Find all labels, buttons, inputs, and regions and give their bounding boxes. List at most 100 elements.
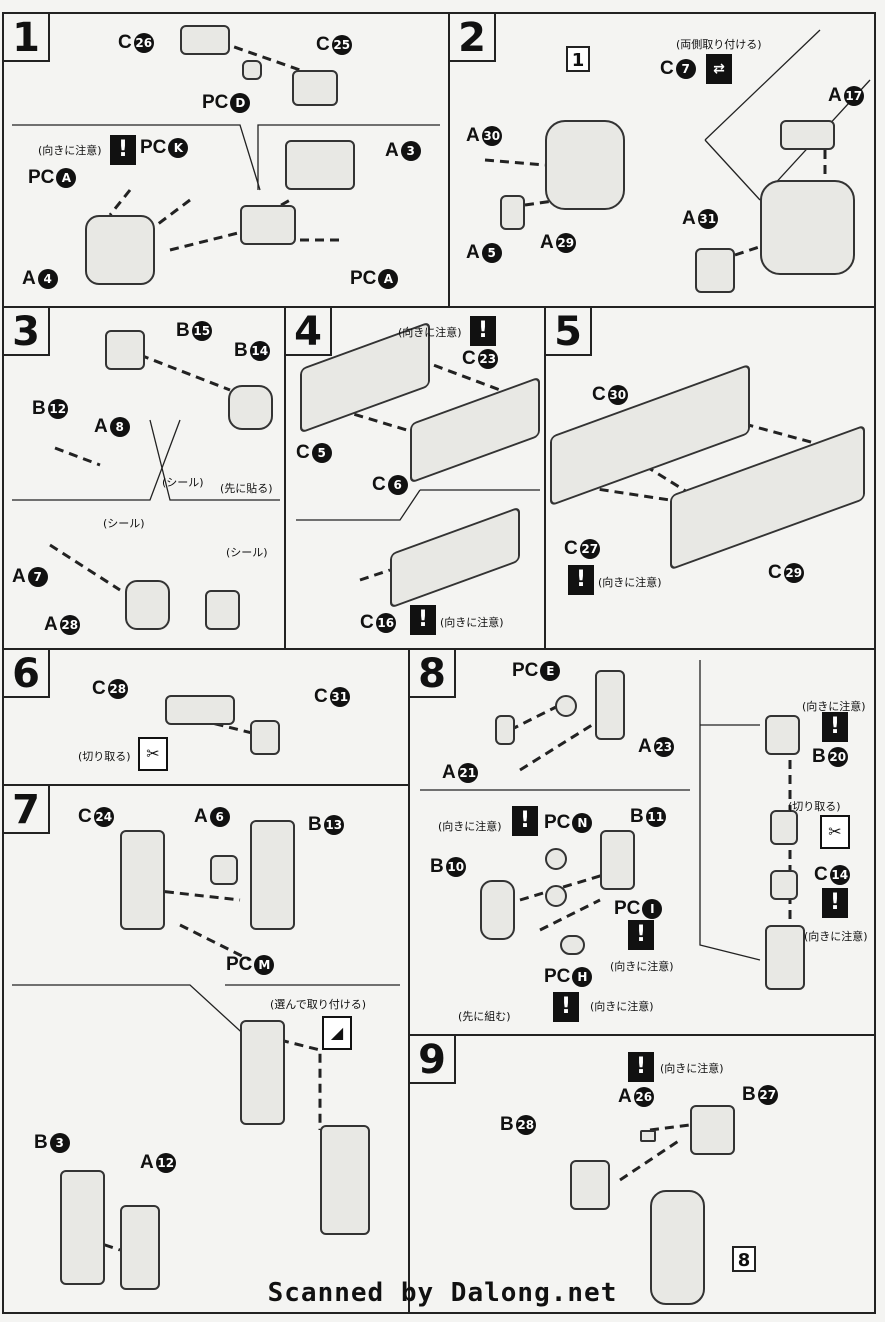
note-text: (シール): [226, 546, 268, 559]
part-illustration: [600, 830, 635, 890]
note-text: (向きに注意): [438, 820, 502, 833]
caution-icon: !: [553, 992, 579, 1022]
step-number-1: 1: [2, 12, 50, 62]
step-reference-box: 1: [566, 46, 590, 72]
note-text: (シール): [103, 517, 145, 530]
part-illustration: [480, 880, 515, 940]
note-text: (向きに注意): [440, 616, 504, 629]
part-illustration: [85, 215, 155, 285]
part-illustration: [555, 695, 577, 717]
part-illustration: [765, 715, 800, 755]
part-illustration: [500, 195, 525, 230]
caution-icon: !: [110, 135, 136, 165]
caution-icon: !: [470, 316, 496, 346]
note-text: (切り取る): [788, 800, 841, 813]
cut-icon: ✂: [820, 815, 850, 849]
caution-icon: !: [822, 712, 848, 742]
note-text: (切り取る): [78, 750, 131, 763]
caution-icon: !: [628, 1052, 654, 1082]
part-illustration: [695, 248, 735, 293]
part-illustration: [650, 1190, 705, 1305]
part-illustration: [770, 810, 798, 845]
choose-icon: ◢: [322, 1016, 352, 1050]
part-illustration: [495, 715, 515, 745]
caution-icon: !: [568, 565, 594, 595]
step-number-9: 9: [408, 1034, 456, 1084]
note-text: (両側取り付ける): [676, 38, 762, 51]
part-illustration: [120, 830, 165, 930]
part-illustration: [228, 385, 273, 430]
arrows-both-sides-icon: ⇄: [706, 54, 732, 84]
caution-icon: !: [628, 920, 654, 950]
part-illustration: [292, 70, 338, 106]
part-illustration: [285, 140, 355, 190]
part-illustration: [560, 935, 585, 955]
note-text: (向きに注意): [38, 144, 102, 157]
note-text: (向きに注意): [610, 960, 674, 973]
note-text: (向きに注意): [398, 326, 462, 339]
part-illustration: [780, 120, 835, 150]
scan-credit: Scanned by Dalong.net: [267, 1278, 618, 1308]
part-illustration: [240, 205, 296, 245]
note-text: (向きに注意): [804, 930, 868, 943]
part-illustration: [765, 925, 805, 990]
part-illustration: [242, 60, 262, 80]
part-illustration: [205, 590, 240, 630]
part-illustration: [210, 855, 238, 885]
part-illustration: [320, 1125, 370, 1235]
part-illustration: [125, 580, 170, 630]
part-illustration: [105, 330, 145, 370]
cut-icon: ✂: [138, 737, 168, 771]
step-number-3: 3: [2, 306, 50, 356]
step-number-2: 2: [448, 12, 496, 62]
part-illustration: [60, 1170, 105, 1285]
part-illustration: [570, 1160, 610, 1210]
step-reference-box: 8: [732, 1246, 756, 1272]
caution-icon: !: [512, 806, 538, 836]
step-number-8: 8: [408, 648, 456, 698]
part-illustration: [250, 820, 295, 930]
note-text: (向きに注意): [802, 700, 866, 713]
part-illustration: [760, 180, 855, 275]
note-text: (向きに注意): [598, 576, 662, 589]
step-number-6: 6: [2, 648, 50, 698]
note-text: (シール): [162, 476, 204, 489]
part-illustration: [545, 885, 567, 907]
part-illustration: [690, 1105, 735, 1155]
